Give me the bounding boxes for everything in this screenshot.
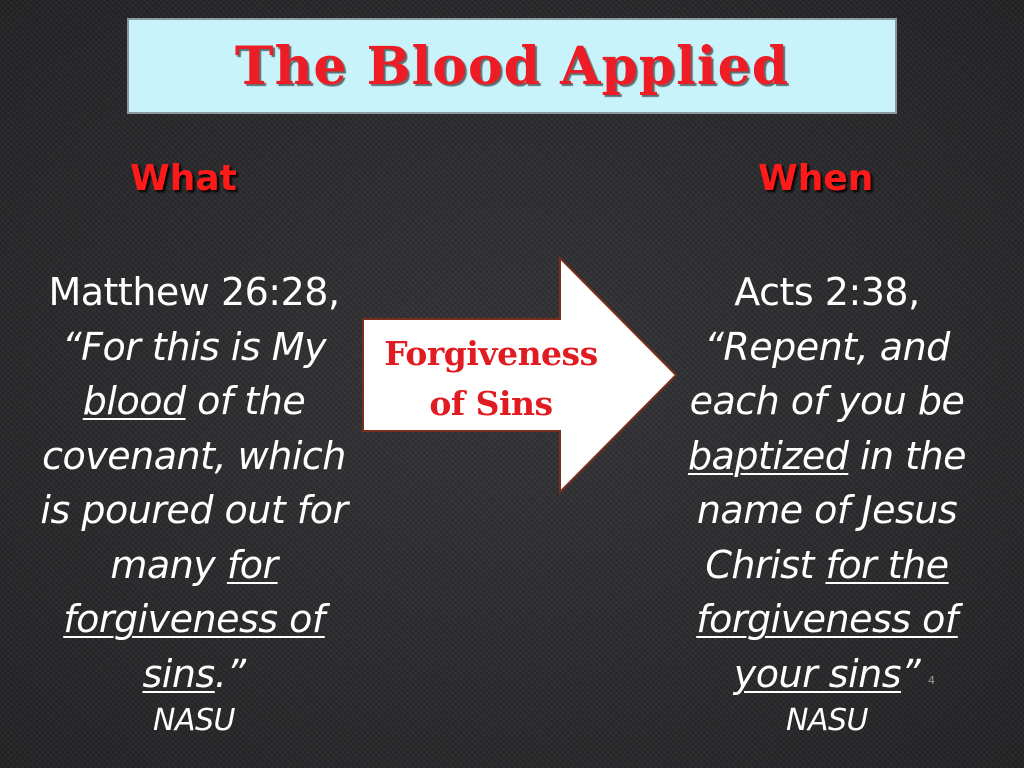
matthew-line-4: covenant, which — [42, 433, 346, 478]
acts-line-6: Christ for the — [705, 542, 949, 587]
matthew-line-7: forgiveness of — [63, 597, 325, 641]
arrow-line-2: of Sins — [429, 384, 553, 423]
forgiveness-arrow: Forgiveness of Sins — [360, 255, 680, 495]
arrow-line-1: Forgiveness — [384, 334, 598, 373]
matthew-line-8: sins.” — [142, 651, 246, 696]
acts-line-5: name of Jesus — [696, 488, 958, 532]
acts-line-3: each of you be — [689, 379, 965, 423]
matthew-line-5: is poured out for — [40, 488, 348, 532]
slide-number: 4 — [928, 674, 935, 687]
acts-line-8: your sins” — [733, 651, 921, 696]
title-banner: The Blood Applied — [127, 18, 897, 114]
baptized-underlined: baptized — [687, 433, 849, 478]
matthew-line-3: blood of the — [82, 379, 306, 423]
what-heading: What — [130, 158, 237, 199]
acts-line-7: forgiveness of — [696, 597, 958, 641]
arrow-label: Forgiveness of Sins — [360, 329, 622, 429]
acts-line-4: baptized in the — [687, 433, 967, 478]
for-underlined: for — [226, 542, 278, 587]
acts-quote: Acts 2:38, “Repent, and each of you be b… — [668, 265, 986, 741]
acts-version: NASU — [786, 703, 868, 738]
matthew-version: NASU — [153, 703, 235, 738]
slide-title: The Blood Applied — [234, 35, 790, 97]
acts-line-2: “Repent, and — [704, 324, 950, 369]
matthew-quote: Matthew 26:28, “For this is My blood of … — [22, 265, 366, 741]
matthew-line-2: “For this is My — [61, 324, 327, 369]
matthew-reference: Matthew 26:28, — [48, 270, 340, 314]
when-heading: When — [758, 158, 874, 199]
matthew-line-6: many for — [110, 542, 278, 587]
blood-underlined: blood — [82, 379, 186, 423]
acts-reference: Acts 2:38, — [734, 270, 920, 314]
arrow-shape — [362, 255, 678, 495]
